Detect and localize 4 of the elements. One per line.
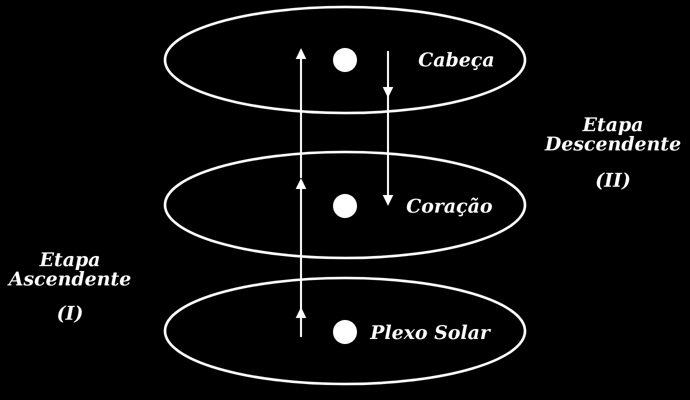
stage-number: (II) (596, 172, 630, 190)
stage-label: Etapa Ascendente (7, 252, 130, 286)
stage-label: Etapa Descendente (544, 117, 680, 151)
stage-number: (I) (58, 305, 82, 323)
